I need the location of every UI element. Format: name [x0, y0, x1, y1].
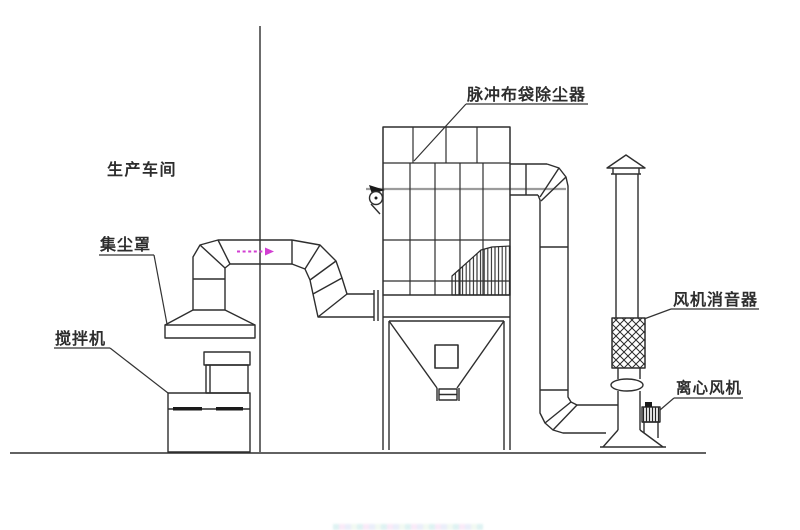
label-fan-silencer: 风机消音器: [673, 292, 759, 309]
leader-lines: [54, 103, 759, 411]
collector-inlet-flange: [373, 290, 379, 321]
filter-bag-hatch: [451, 245, 511, 296]
rain-cap-icon: [606, 154, 646, 169]
label-pulse-bag-dust-collector: 脉冲布袋除尘器: [467, 87, 587, 104]
flow-arrowhead: [265, 247, 274, 256]
stack-flange: [610, 378, 644, 392]
dust-hood: [164, 309, 256, 339]
hood-riser-duct: [192, 239, 292, 310]
mixer-roller-right: [216, 407, 243, 411]
watermark-remnant: [333, 524, 483, 530]
label-workshop: 生产车间: [107, 162, 178, 179]
fan-inlet-duct: [539, 390, 618, 434]
flow-arrow: [237, 247, 274, 256]
hopper-access-door: [434, 344, 459, 369]
mixer-roller-left: [173, 407, 202, 411]
s-bend-duct: [291, 239, 379, 321]
fan-motor: [641, 402, 661, 438]
pulse-valve-device: [368, 185, 385, 215]
label-centrifugal-fan: 离心风机: [676, 380, 743, 397]
label-dust-hood: 集尘罩: [100, 237, 152, 254]
stack-base: [600, 429, 666, 448]
label-mixer: 搅拌机: [55, 331, 107, 348]
exhaust-stack: [600, 154, 666, 448]
pulse-bag-dust-collector: [382, 126, 511, 296]
discharge-valve: [436, 388, 460, 401]
mixer-machine: [167, 351, 251, 453]
fan-silencer-section: [611, 317, 646, 369]
outlet-duct: [510, 163, 569, 391]
collector-hopper: [382, 295, 511, 450]
